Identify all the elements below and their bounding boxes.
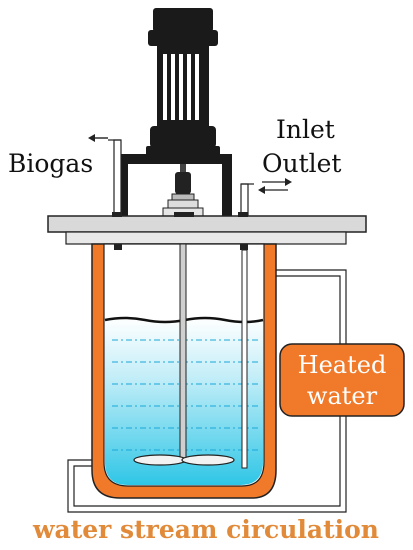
heated-water-label-line1: Heated <box>298 351 387 379</box>
dip-tube <box>241 249 248 469</box>
biogas-outlet-pipe <box>108 139 122 217</box>
circulation-label: water stream circulation <box>32 515 379 544</box>
inlet-outlet-pipe <box>240 183 254 217</box>
inlet-label: Inlet <box>276 115 335 144</box>
arrow-left-icon <box>88 134 108 142</box>
stirrer-motor <box>146 8 220 156</box>
shaft-coupling <box>162 164 204 217</box>
outlet-label: Outlet <box>262 149 341 178</box>
reactor-lid <box>47 212 367 245</box>
circulation-pipe <box>67 269 347 513</box>
motor-stand <box>118 154 232 216</box>
biogas-label: Biogas <box>8 149 93 178</box>
heated-water-label-line2: water <box>307 382 378 410</box>
impeller-blades <box>133 454 235 466</box>
lid-bolts <box>114 244 248 250</box>
heated-water-box <box>279 343 405 417</box>
double-arrow-icon <box>258 178 292 194</box>
stirrer-shaft <box>179 243 187 459</box>
